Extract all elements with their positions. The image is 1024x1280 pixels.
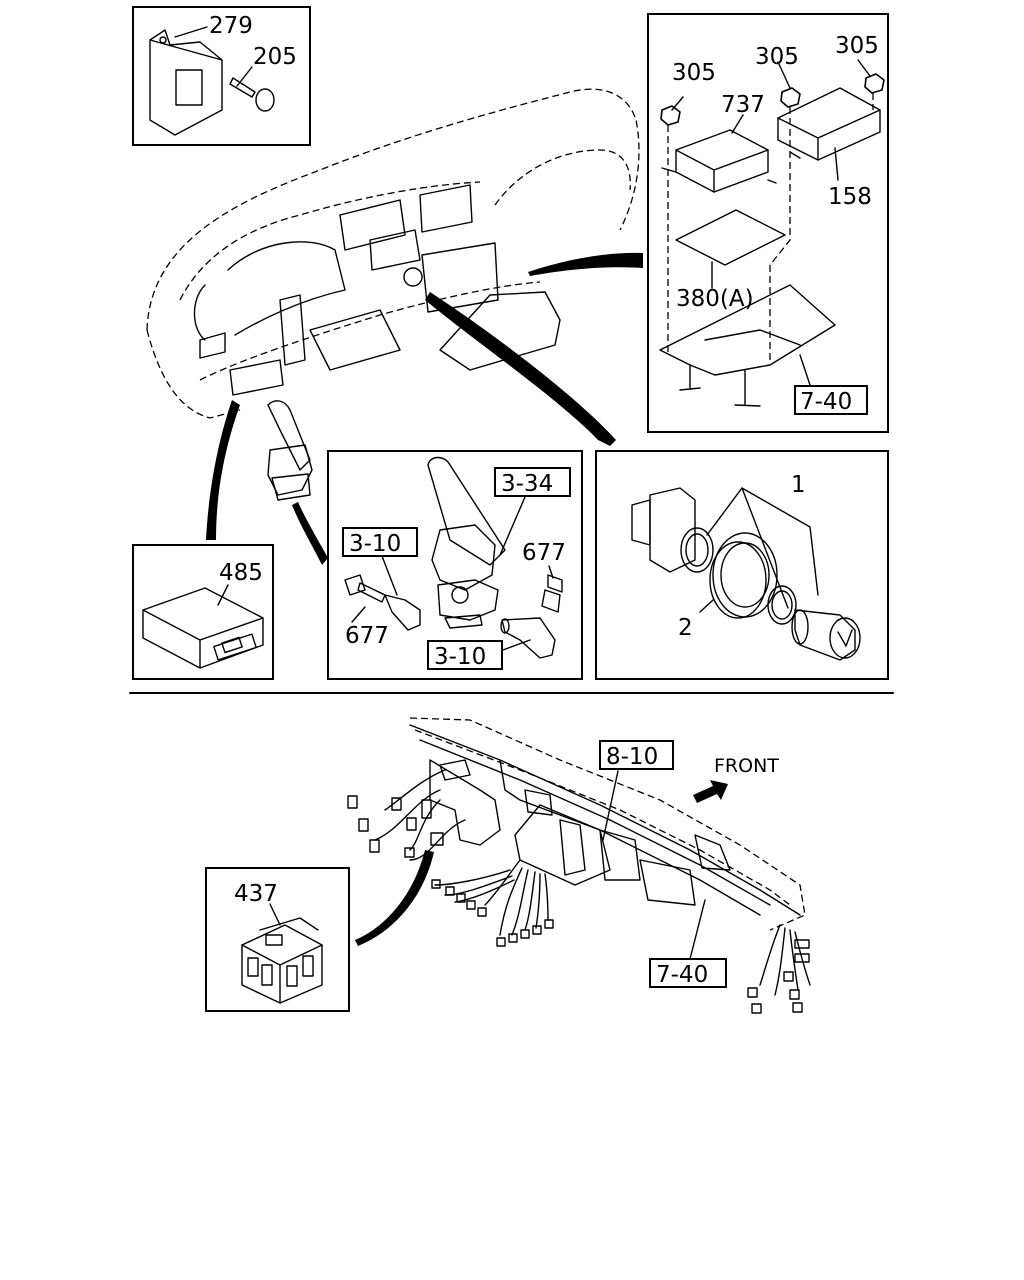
sheet-380a xyxy=(675,209,786,266)
valve-assembly-small xyxy=(267,400,313,501)
label-205: 205 xyxy=(253,44,297,70)
pointer-to-lighter-panel xyxy=(425,292,616,446)
panel-modules: 305 305 305 737 158 380(A) 7-40 xyxy=(647,13,889,433)
panel-437: 437 xyxy=(205,867,350,1012)
ref-box-3-10-top xyxy=(342,527,418,557)
label-305-right: 305 xyxy=(835,33,879,59)
pointer-to-module-panel xyxy=(528,252,643,276)
lighter-plug xyxy=(791,609,861,661)
panel-485: 485 xyxy=(132,544,274,680)
pointer-to-valve-panel xyxy=(292,502,328,565)
front-label: FRONT xyxy=(714,755,779,777)
ref-8-10: 8-10 xyxy=(606,744,658,770)
ref-box-3-10-bottom xyxy=(427,640,503,670)
sensor-677-left xyxy=(344,574,421,631)
arrow-up-right-icon xyxy=(693,780,728,803)
module-485 xyxy=(142,587,264,669)
label-677-left: 677 xyxy=(345,623,389,649)
ref-3-10-bottom: 3-10 xyxy=(434,644,486,670)
ref-3-10-top: 3-10 xyxy=(349,531,401,557)
wiring-harness xyxy=(347,717,811,1014)
screw-part xyxy=(229,77,275,112)
ref-7-40-top: 7-40 xyxy=(800,389,852,415)
pointer-to-485-panel xyxy=(206,400,240,540)
label-1: 1 xyxy=(791,472,806,498)
ref-box-3-34 xyxy=(494,467,571,497)
module-737 xyxy=(661,129,777,193)
bracket-plate xyxy=(659,284,836,407)
nuts-305 xyxy=(660,73,885,126)
label-677-right: 677 xyxy=(522,540,566,566)
label-437: 437 xyxy=(234,881,278,907)
label-2: 2 xyxy=(678,615,693,641)
sensor-677-right xyxy=(541,574,563,613)
module-158 xyxy=(777,87,881,161)
label-305-middle: 305 xyxy=(755,44,799,70)
connector-437 xyxy=(241,917,323,1004)
dashboard-overview xyxy=(146,88,640,419)
panel-lighter: 1 2 xyxy=(595,450,889,680)
ref-box-8-10 xyxy=(599,740,674,770)
ref-7-40-bottom: 7-40 xyxy=(656,962,708,988)
panel-bracket-screw: 279 205 xyxy=(132,6,311,146)
label-279: 279 xyxy=(209,13,253,39)
lighter-ring-2 xyxy=(709,532,778,619)
label-158: 158 xyxy=(828,184,872,210)
ref-3-34: 3-34 xyxy=(501,471,553,497)
lighter-socket xyxy=(631,487,714,573)
label-485: 485 xyxy=(219,560,263,586)
fitting-3-10-bottom xyxy=(500,617,556,659)
label-737: 737 xyxy=(721,92,765,118)
label-380a: 380(A) xyxy=(676,286,754,312)
bracket-part xyxy=(149,29,223,136)
ref-box-7-40-bottom xyxy=(649,958,727,988)
pointer-to-437-panel xyxy=(355,850,434,946)
ref-box-7-40-top xyxy=(794,385,868,415)
label-305-left: 305 xyxy=(672,60,716,86)
pedal-valve xyxy=(427,456,506,629)
panel-valve: 3-34 3-10 677 677 3-10 xyxy=(327,450,583,680)
